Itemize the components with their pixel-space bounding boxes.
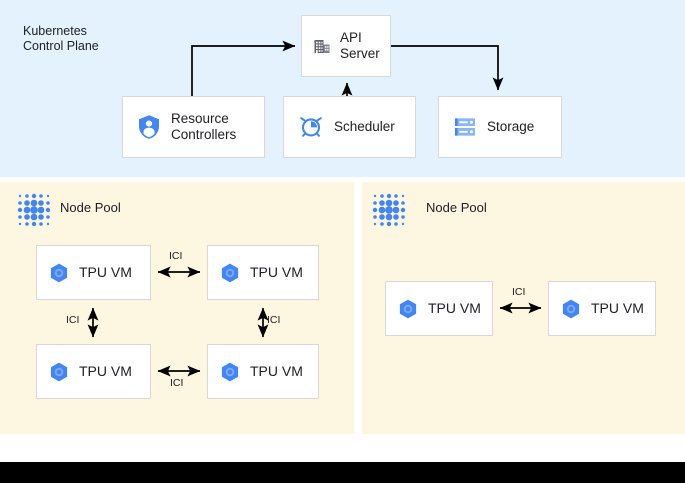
tpu-vm-label: TPU VM: [250, 363, 303, 379]
shield-person-icon: [137, 114, 161, 140]
storage-box[interactable]: Storage: [438, 96, 562, 158]
scheduler-box[interactable]: Scheduler: [283, 96, 416, 158]
ici-link-label: ICI: [512, 286, 526, 298]
tpu-vm-box[interactable]: TPU VM: [207, 344, 319, 399]
resource-controllers-box[interactable]: Resource Controllers: [122, 96, 265, 158]
storage-label: Storage: [487, 119, 535, 134]
tpu-vm-label: TPU VM: [79, 264, 132, 280]
tpu-vm-label: TPU VM: [79, 363, 132, 379]
api-server-box[interactable]: API Server: [301, 15, 391, 77]
tpu-vm-label: TPU VM: [591, 300, 644, 316]
tpu-vm-label: TPU VM: [428, 300, 481, 316]
bottom-bar: [0, 462, 685, 483]
tpu-vm-label: TPU VM: [250, 264, 303, 280]
control-plane-title: Kubernetes Control Plane: [23, 24, 99, 53]
resource-controllers-label: Resource Controllers: [171, 111, 237, 142]
tpu-hexagon-icon: [219, 262, 241, 284]
tpu-hexagon-icon: [48, 262, 70, 284]
tpu-vm-box[interactable]: TPU VM: [548, 281, 656, 336]
ici-link-label: ICI: [170, 377, 184, 389]
tpu-vm-box[interactable]: TPU VM: [385, 281, 493, 336]
server-rack-icon: [453, 115, 477, 139]
tpu-hexagon-icon: [560, 298, 582, 320]
building-icon: [312, 36, 332, 56]
tpu-hexagon-icon: [219, 361, 241, 383]
tpu-hexagon-icon: [397, 298, 419, 320]
api-server-label: API Server: [340, 30, 380, 61]
tpu-vm-box[interactable]: TPU VM: [207, 245, 319, 300]
tpu-vm-box[interactable]: TPU VM: [36, 344, 151, 399]
ici-link-label: ICI: [66, 314, 80, 326]
dot-grid-icon: [371, 192, 407, 228]
scheduler-label: Scheduler: [334, 119, 395, 134]
ici-link-label: ICI: [267, 314, 281, 326]
node-pool-2-title: Node Pool: [426, 200, 487, 215]
tpu-hexagon-icon: [48, 361, 70, 383]
ici-link-label: ICI: [169, 250, 183, 262]
alarm-clock-icon: [298, 114, 324, 140]
node-pool-1-title: Node Pool: [60, 200, 121, 215]
dot-grid-icon: [16, 192, 52, 228]
tpu-vm-box[interactable]: TPU VM: [36, 245, 151, 300]
